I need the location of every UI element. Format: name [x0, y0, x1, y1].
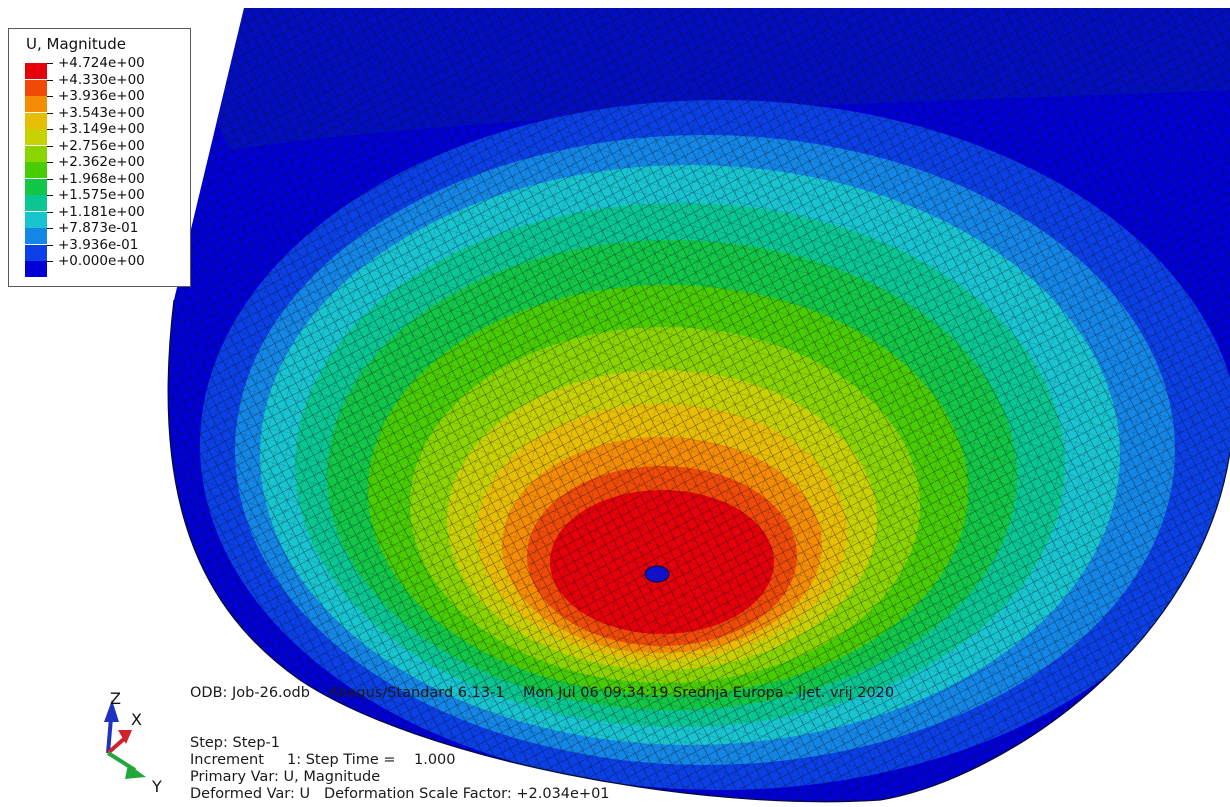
- legend-level-label: +7.873e-01: [58, 220, 139, 236]
- legend-swatch: [25, 228, 47, 244]
- legend-tick: [47, 79, 53, 81]
- legend-level-label: +4.724e+00: [58, 55, 145, 71]
- legend-tick: [47, 129, 53, 130]
- legend-swatch: [25, 145, 47, 162]
- part-outline: [167, 299, 1230, 803]
- legend-level-label: +1.181e+00: [58, 203, 145, 220]
- legend-level-label: +3.149e+00: [58, 121, 145, 137]
- legend-tick: [47, 96, 53, 97]
- legend-swatch: [25, 162, 47, 178]
- legend-level-label: +2.362e+00: [58, 154, 145, 170]
- triad-x-label: X: [131, 710, 142, 729]
- legend-level-label: +4.330e+00: [58, 71, 145, 88]
- legend-swatch: [25, 79, 47, 96]
- legend-swatch: [25, 195, 47, 211]
- legend-tick: [47, 244, 53, 246]
- legend-title: U, Magnitude: [26, 35, 126, 53]
- triad-z-label: Z: [110, 689, 121, 708]
- legend-level-label: +2.756e+00: [58, 137, 145, 154]
- legend-tick: [47, 112, 53, 114]
- legend-tick: [47, 178, 53, 180]
- legend-tick: [47, 63, 53, 64]
- legend-tick: [47, 261, 53, 262]
- legend-level-label: +0.000e+00: [58, 253, 145, 269]
- triad-y-label: Y: [152, 777, 162, 796]
- center-hole: [644, 565, 670, 583]
- legend-swatch: [25, 96, 47, 112]
- legend-swatch: [25, 211, 47, 228]
- primary-var-line: Primary Var: U, Magnitude: [190, 769, 381, 785]
- contour-legend[interactable]: U, Magnitude +4.724e+00+4.330e+00+3.936e…: [8, 28, 191, 287]
- legend-swatch: [25, 63, 47, 79]
- legend-tick: [47, 195, 53, 196]
- legend-tick: [47, 162, 53, 163]
- increment-line: Increment 1: Step Time = 1.000: [190, 752, 456, 768]
- odb-info-line: ODB: Job-26.odb Abaqus/Standard 6.13-1 M…: [190, 685, 895, 701]
- legend-swatch: [25, 112, 47, 129]
- legend-tick: [47, 211, 53, 213]
- legend-swatch: [25, 129, 47, 145]
- legend-level-label: +3.936e+00: [58, 88, 145, 104]
- legend-tick: [47, 228, 53, 229]
- legend-swatch: [25, 261, 47, 277]
- legend-level-label: +1.968e+00: [58, 170, 145, 187]
- legend-swatch: [25, 244, 47, 261]
- legend-tick: [47, 145, 53, 147]
- step-line: Step: Step-1: [190, 735, 280, 751]
- axis-triad[interactable]: [104, 700, 146, 779]
- legend-level-label: +3.543e+00: [58, 104, 145, 121]
- legend-swatch: [25, 178, 47, 195]
- legend-level-label: +1.575e+00: [58, 187, 145, 203]
- legend-level-label: +3.936e-01: [58, 236, 139, 253]
- deformed-var-line: Deformed Var: U Deformation Scale Factor…: [190, 786, 610, 802]
